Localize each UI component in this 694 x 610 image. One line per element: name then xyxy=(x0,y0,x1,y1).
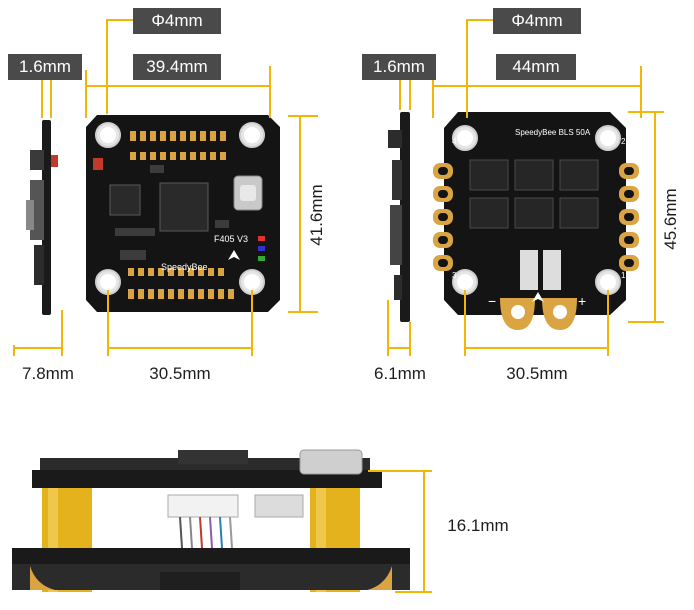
fc-width-label: 39.4mm xyxy=(133,54,221,80)
esc-hole-spacing-label: 30.5mm xyxy=(493,361,581,387)
fc-thickness-label: 1.6mm xyxy=(8,54,82,80)
esc-corner-1: 1 xyxy=(621,271,626,280)
esc-title-text: SpeedyBee BLS 50A xyxy=(515,128,591,137)
dimension-lines xyxy=(13,19,664,593)
fc-side-view xyxy=(26,120,58,315)
fc-side-depth-label: 7.8mm xyxy=(8,361,88,387)
fc-hole-diameter-label: Φ4mm xyxy=(133,8,221,34)
esc-side-depth-label: 6.1mm xyxy=(362,361,438,387)
stack-height-label: 16.1mm xyxy=(433,513,523,539)
esc-height-label: 45.6mm xyxy=(658,175,684,263)
svg-text:−: − xyxy=(488,293,496,309)
esc-width-label: 44mm xyxy=(496,54,576,80)
fc-model-text: F405 V3 xyxy=(214,234,248,244)
esc-corner-4: 4 xyxy=(452,137,457,146)
fc-height-label: 41.6mm xyxy=(304,171,330,259)
stack-side-view xyxy=(12,449,410,592)
esc-hole-diameter-label: Φ4mm xyxy=(493,8,581,34)
fc-hole-spacing-label: 30.5mm xyxy=(136,361,224,387)
fc-brand-text: SpeedyBee xyxy=(161,262,208,272)
esc-board: − + xyxy=(433,112,639,330)
fc-board xyxy=(86,115,280,312)
svg-text:+: + xyxy=(578,293,586,309)
esc-thickness-label: 1.6mm xyxy=(362,54,436,80)
esc-corner-2: 2 xyxy=(621,137,626,146)
esc-side-view xyxy=(388,112,410,322)
esc-corner-3: 3 xyxy=(452,271,457,280)
